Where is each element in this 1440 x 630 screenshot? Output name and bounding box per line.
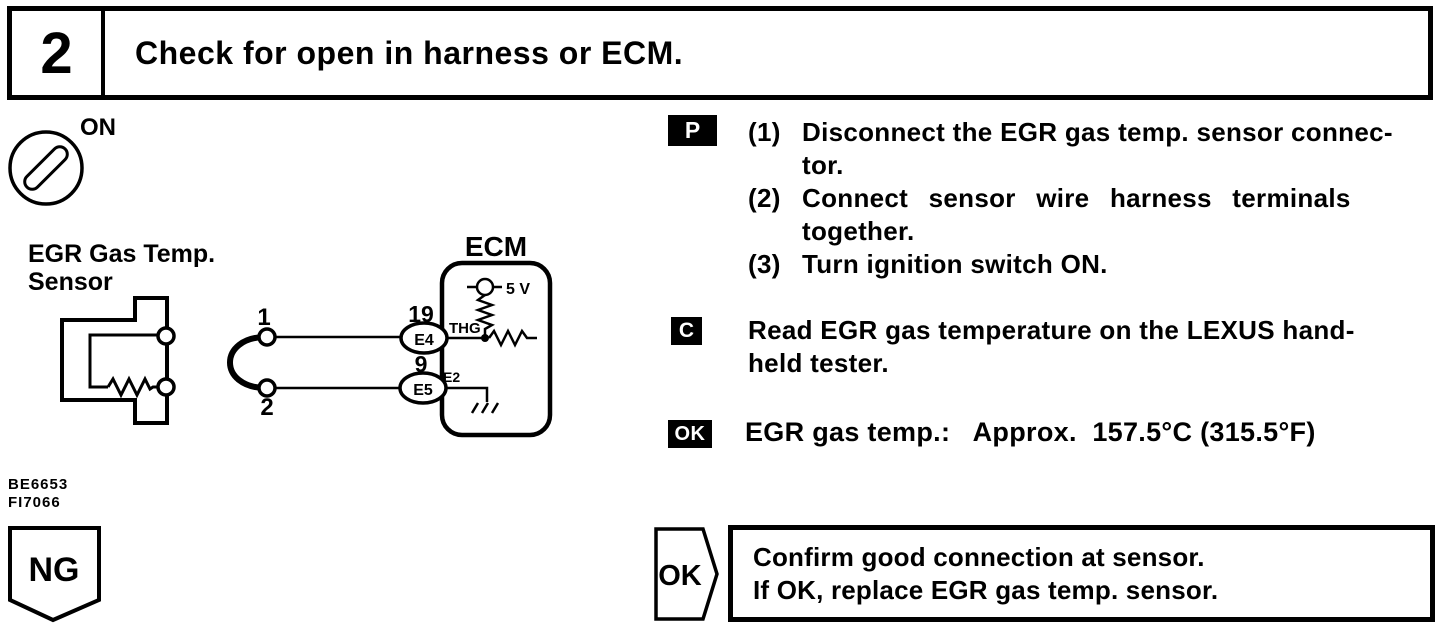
voltage-label: 5 V bbox=[506, 281, 530, 298]
terminal-1-label: 1 bbox=[257, 304, 270, 331]
junction-dot bbox=[481, 334, 489, 342]
procedure-steps: (1) Disconnect the EGR gas temp. sensor … bbox=[748, 116, 1440, 281]
ecm-label: ECM bbox=[465, 231, 527, 262]
connector-e4-label: E4 bbox=[414, 332, 434, 349]
e2-label: E2 bbox=[443, 369, 460, 385]
procedure-step-1: (1) Disconnect the EGR gas temp. sensor … bbox=[748, 116, 1440, 149]
ok-arrow-label: OK bbox=[658, 560, 702, 592]
ok-badge: OK bbox=[668, 420, 712, 448]
ng-arrow bbox=[8, 526, 101, 623]
step-2-number: (2) bbox=[748, 183, 781, 213]
procedure-step-2: (2) Connect sensor wire harness terminal… bbox=[748, 182, 1440, 215]
step-header: 2 Check for open in harness or ECM. bbox=[7, 6, 1433, 100]
ignition-on-label: ON bbox=[80, 114, 116, 141]
series-resistor-icon bbox=[487, 328, 537, 348]
sensor-label-line1: EGR Gas Temp. bbox=[28, 240, 215, 268]
ground-icon bbox=[470, 402, 500, 414]
check-instruction-line1: Read EGR gas temperature on the LEXUS ha… bbox=[748, 315, 1355, 345]
result-line1: Confirm good connection at sensor. bbox=[753, 542, 1205, 572]
check-instruction-line2: held tester. bbox=[748, 348, 889, 378]
ref-code-1: BE6653 bbox=[8, 476, 68, 493]
ecm-symbol bbox=[439, 260, 553, 438]
jumper-wire bbox=[227, 327, 402, 398]
result-line2: If OK, replace EGR gas temp. sensor. bbox=[753, 575, 1219, 605]
pin-9-label: 9 bbox=[415, 351, 428, 377]
step-1-number: (1) bbox=[748, 117, 781, 147]
step-1-text: Disconnect the EGR gas temp. sensor conn… bbox=[802, 117, 1393, 147]
result-box: Confirm good connection at sensor. If OK… bbox=[728, 525, 1435, 622]
pullup-resistor-icon bbox=[474, 293, 496, 338]
procedure-step-1-cont: tor. bbox=[748, 149, 1440, 182]
connector-e4 bbox=[399, 321, 449, 355]
terminal-2-label: 2 bbox=[260, 394, 273, 421]
ignition-switch-icon bbox=[8, 130, 84, 206]
step-title: Check for open in harness or ECM. bbox=[135, 34, 684, 71]
power-source-icon bbox=[475, 277, 495, 297]
procedure-step-3: (3) Turn ignition switch ON. bbox=[748, 248, 1440, 281]
step-2-text-cont: together. bbox=[802, 216, 915, 246]
procedure-step-2-cont: together. bbox=[748, 215, 1440, 248]
ok-specification: EGR gas temp.: Approx. 157.5°C (315.5°F) bbox=[745, 417, 1316, 447]
connector-e5-label: E5 bbox=[413, 382, 433, 399]
pin-19-label: 19 bbox=[408, 301, 434, 327]
connector-e5 bbox=[398, 371, 448, 405]
egr-sensor-symbol bbox=[60, 296, 176, 425]
check-badge: C bbox=[671, 317, 702, 345]
step-1-text-cont: tor. bbox=[802, 150, 844, 180]
sensor-label-line2: Sensor bbox=[28, 268, 113, 296]
step-2-text: Connect sensor wire harness terminals bbox=[802, 183, 1351, 213]
prepare-badge: P bbox=[668, 115, 717, 146]
ref-code-2: FI7066 bbox=[8, 494, 61, 511]
ok-arrow bbox=[654, 527, 719, 621]
step-3-text: Turn ignition switch ON. bbox=[802, 249, 1108, 279]
thg-label: THG bbox=[449, 320, 481, 337]
ng-arrow-label: NG bbox=[29, 551, 80, 589]
step-number: 2 bbox=[12, 11, 105, 95]
sensor-resistor-icon bbox=[106, 375, 158, 399]
step-3-number: (3) bbox=[748, 249, 781, 279]
check-instruction: Read EGR gas temperature on the LEXUS ha… bbox=[748, 314, 1440, 380]
